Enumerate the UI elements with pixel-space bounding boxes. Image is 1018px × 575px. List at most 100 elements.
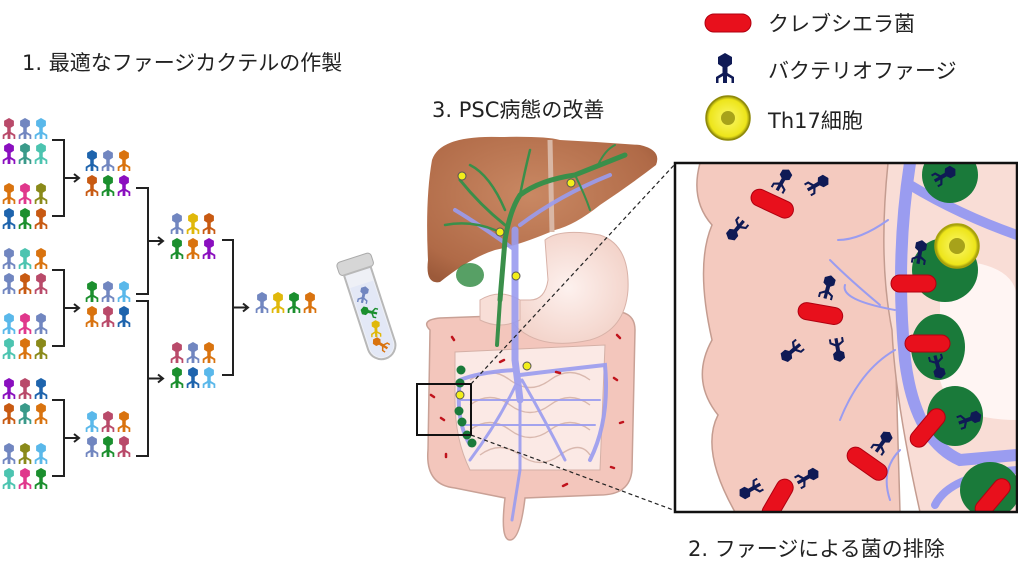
bacteria-markers: [429, 333, 625, 488]
arrow-icon: [242, 302, 250, 313]
lymph-nodes: [454, 365, 477, 448]
bracket-line: [222, 239, 234, 376]
phage-icon: [2, 338, 16, 359]
phage-icon: [18, 378, 32, 399]
legend-label-klebsiella: クレブシエラ菌: [768, 12, 915, 36]
zoom-region-box: [416, 383, 472, 436]
bracket-line: [52, 399, 65, 477]
phage-icon: [101, 306, 115, 327]
phage-icon: [85, 281, 99, 302]
phage-icon: [85, 175, 99, 196]
phage-cocktail-bracket: [2, 118, 317, 489]
phage-icon: [34, 403, 48, 424]
bacteria-zoomed: [750, 188, 1011, 512]
zoom-panel-frame: [673, 161, 1018, 514]
step3-label: 3. PSC病態の改善: [432, 98, 605, 122]
phage-icon: [101, 281, 115, 302]
phage-icon: [271, 292, 285, 313]
bracket-line: [52, 269, 65, 347]
zoomed-intestine-panel: [673, 161, 1018, 514]
phage-icon: [34, 248, 48, 269]
phage-icon: [2, 378, 16, 399]
phage-icon: [34, 143, 48, 164]
phage-icon: [117, 436, 131, 457]
phage-icon: [287, 292, 301, 313]
phage-icon: [303, 292, 317, 313]
phage-icon: [117, 306, 131, 327]
phage-icon: [170, 342, 184, 363]
phage-icon: [2, 468, 16, 489]
phage-icon: [18, 118, 32, 139]
phage-icon: [202, 342, 216, 363]
phage-icon: [2, 273, 16, 294]
klebsiella-bacterium-icon: [704, 13, 752, 33]
phage-icon: [202, 238, 216, 259]
phage-icon: [2, 313, 16, 334]
legend-label-phage: バクテリオファージ: [768, 59, 957, 83]
bracket-line: [136, 300, 149, 457]
phage-icon: [170, 367, 184, 388]
phage-icon: [117, 411, 131, 432]
phage-icon: [34, 118, 48, 139]
phage-icon: [85, 306, 99, 327]
phage-icon: [101, 436, 115, 457]
phage-icon: [85, 411, 99, 432]
phage-icon: [18, 403, 32, 424]
step1-label: 1. 最適なファージカクテルの作製: [22, 51, 343, 75]
phage-icon: [202, 213, 216, 234]
phage-icon: [101, 150, 115, 171]
bacteriophage-icon: [716, 53, 734, 83]
bracket-line: [136, 187, 149, 295]
phage-icon: [18, 468, 32, 489]
arrow-icon: [73, 173, 81, 183]
phage-icon: [186, 213, 200, 234]
phage-icon: [2, 443, 16, 464]
phage-icon: [34, 208, 48, 229]
stomach: [508, 231, 629, 344]
phage-icon: [34, 183, 48, 204]
phage-icon: [101, 411, 115, 432]
phage-icon: [117, 281, 131, 302]
phage-icon: [34, 273, 48, 294]
phage-icon: [186, 238, 200, 259]
arrow-icon: [73, 303, 81, 313]
phage-icon: [18, 313, 32, 334]
phage-icon: [18, 273, 32, 294]
phage-icon: [34, 313, 48, 334]
phage-icon: [117, 175, 131, 196]
phage-icon: [2, 403, 16, 424]
phage-icon: [186, 342, 200, 363]
phage-icon: [34, 338, 48, 359]
arrow-icon: [73, 433, 81, 443]
phage-icon: [2, 208, 16, 229]
phage-icon: [18, 208, 32, 229]
phage-icon: [255, 292, 269, 313]
phage-icon: [186, 367, 200, 388]
phage-icon: [18, 143, 32, 164]
phage-icon: [2, 143, 16, 164]
phage-icon: [18, 248, 32, 269]
phage-icon: [18, 338, 32, 359]
th17-markers: [455, 171, 576, 400]
phage-icon: [85, 436, 99, 457]
phage-icon: [34, 468, 48, 489]
phage-icon: [2, 118, 16, 139]
phage-icon: [85, 150, 99, 171]
phage-icon: [2, 183, 16, 204]
phage-icon: [34, 443, 48, 464]
legend: [704, 13, 752, 141]
phage-icon: [18, 183, 32, 204]
phage-icon: [18, 443, 32, 464]
digestive-organs-illustration: [416, 136, 677, 541]
arrow-icon: [157, 373, 165, 384]
phage-icon: [170, 213, 184, 234]
step2-label: 2. ファージによる菌の排除: [688, 537, 945, 561]
phage-icon: [117, 150, 131, 171]
bracket-line: [52, 139, 65, 217]
phage-icon: [34, 378, 48, 399]
legend-label-th17: Th17細胞: [768, 109, 863, 133]
phage-icon: [202, 367, 216, 388]
phage-icon: [2, 248, 16, 269]
test-tube-icon: [336, 252, 397, 361]
phage-icon: [101, 175, 115, 196]
